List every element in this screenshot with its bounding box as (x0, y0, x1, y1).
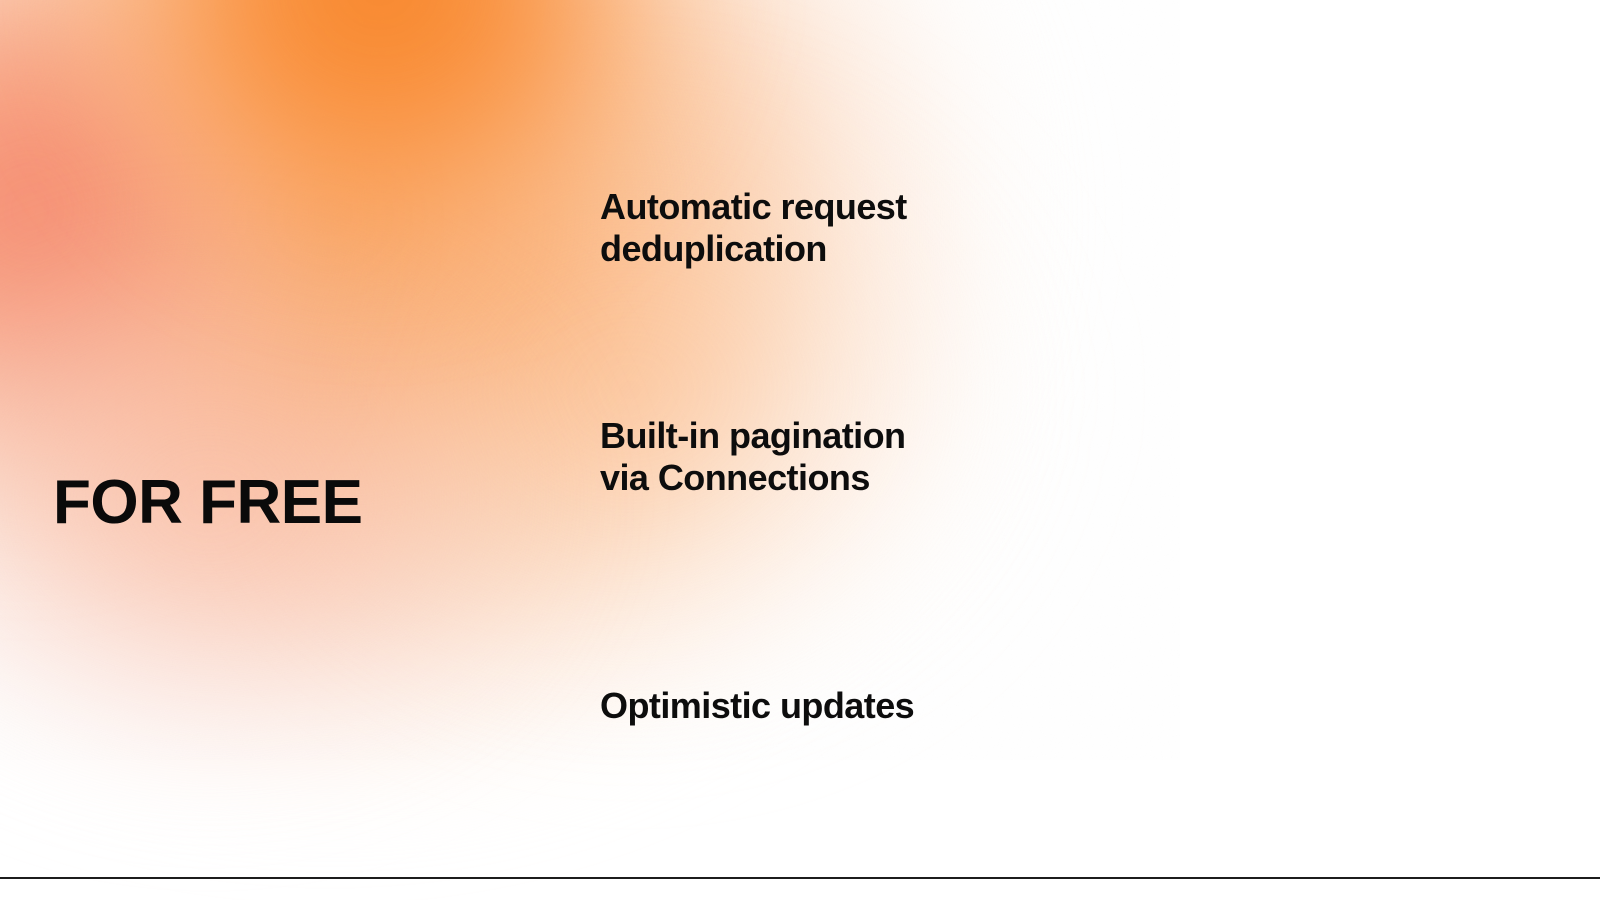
page-title: FOR FREE (53, 468, 363, 537)
gradient-blob-wash (0, 0, 1080, 860)
gradient-blob-peach (190, 30, 1070, 750)
gradient-backdrop (0, 0, 1180, 860)
feature-item-automatic-request-deduplication: Automatic request deduplication (600, 186, 907, 269)
feature-item-built-in-pagination: Built-in pagination via Connections (600, 415, 906, 498)
bottom-divider (0, 877, 1600, 879)
grain-texture-overlay (0, 0, 1180, 760)
feature-item-optimistic-updates: Optimistic updates (600, 685, 915, 726)
